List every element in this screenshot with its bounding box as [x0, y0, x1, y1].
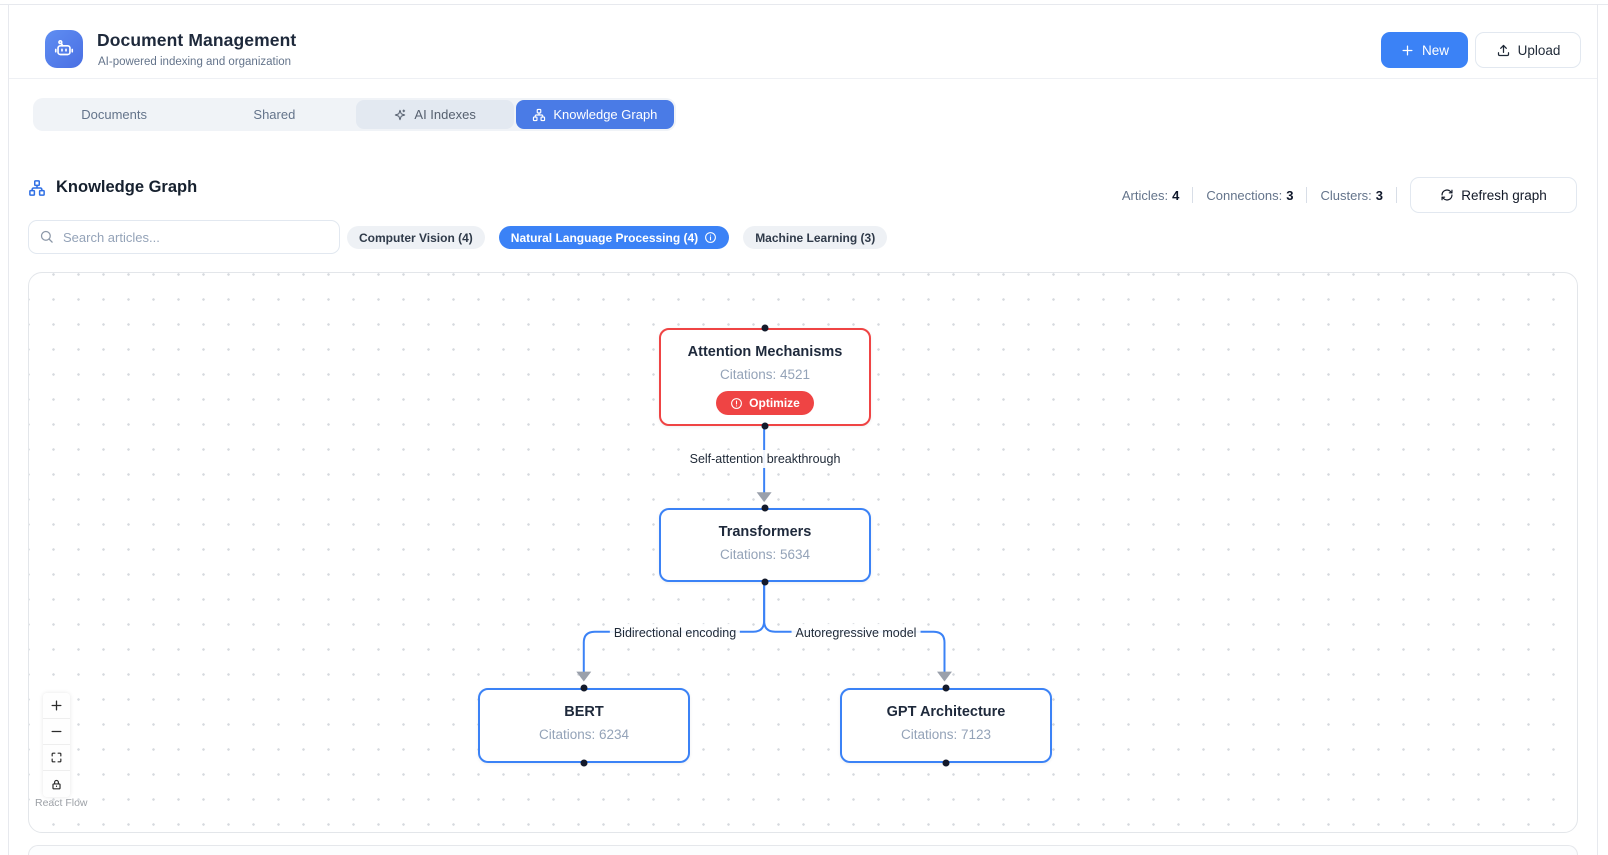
filter-computer-vision[interactable]: Computer Vision (4)	[347, 226, 485, 249]
plus-icon	[51, 700, 62, 711]
filter-machine-learning-label: Machine Learning (3)	[755, 230, 876, 245]
filter-natural-language-processing[interactable]: Natural Language Processing (4)	[498, 226, 730, 249]
page-subtitle: AI-powered indexing and organization	[98, 56, 292, 68]
zoom-in-button[interactable]	[43, 693, 70, 719]
node-title: Transformers	[718, 524, 812, 540]
search-icon	[40, 230, 53, 243]
node-handle[interactable]	[580, 759, 588, 767]
optimize-button[interactable]: Optimize	[716, 391, 814, 415]
stat-articles: Articles:4	[1122, 188, 1179, 203]
node-handle[interactable]	[761, 422, 769, 430]
plus-icon	[1402, 45, 1413, 55]
tab-ai-indexes-label: AI Indexes	[414, 107, 476, 122]
node-handle[interactable]	[761, 504, 769, 512]
upload-icon	[1497, 44, 1509, 56]
edge-arrowhead	[576, 671, 592, 682]
stat-connections: Connections:3	[1206, 188, 1293, 203]
app-header: Document Management AI-powered indexing …	[9, 5, 1597, 79]
node-citations: Citations: 6234	[538, 727, 630, 742]
robot-icon	[54, 40, 74, 56]
stat-divider	[1306, 187, 1308, 203]
page-left-divider	[8, 4, 9, 855]
node-handle[interactable]	[580, 684, 588, 692]
lock-icon	[52, 779, 61, 789]
graph-node-bert[interactable]: BERT Citations: 6234	[478, 688, 690, 763]
edge-label-self-attention: Self-attention breakthrough	[685, 450, 845, 468]
new-button-label: New	[1421, 42, 1449, 58]
node-citations: Citations: 7123	[900, 727, 992, 742]
sparkles-icon	[395, 109, 406, 120]
tab-shared[interactable]: Shared	[195, 100, 353, 129]
search-articles	[28, 220, 340, 254]
tab-documents-label: Documents	[81, 107, 147, 122]
alert-circle-icon	[731, 397, 743, 409]
fit-view-button[interactable]	[43, 745, 70, 771]
knowledge-graph-canvas[interactable]: Self-attention breakthrough Bidirectiona…	[28, 272, 1578, 833]
refresh-graph-label: Refresh graph	[1461, 187, 1547, 203]
upload-button-label: Upload	[1517, 42, 1561, 58]
node-handle[interactable]	[761, 324, 769, 332]
lock-button[interactable]	[43, 771, 70, 797]
zoom-out-button[interactable]	[43, 719, 70, 745]
new-button[interactable]: New	[1381, 32, 1468, 68]
edge-label-bidirectional-encoding: Bidirectional encoding	[609, 624, 741, 642]
tab-shared-label: Shared	[253, 107, 296, 122]
node-title: GPT Architecture	[886, 704, 1006, 720]
filter-computer-vision-label: Computer Vision (4)	[359, 230, 473, 245]
tab-documents[interactable]: Documents	[35, 100, 193, 129]
tab-ai-indexes[interactable]: AI Indexes	[355, 100, 514, 129]
next-card-top-edge	[28, 845, 1578, 855]
node-citations: Citations: 4521	[719, 367, 811, 382]
section-header: Knowledge Graph	[28, 178, 197, 197]
filter-machine-learning[interactable]: Machine Learning (3)	[743, 226, 888, 249]
fit-view-icon	[51, 752, 62, 763]
graph-node-gpt-architecture[interactable]: GPT Architecture Citations: 7123	[840, 688, 1052, 763]
graph-node-attention-mechanisms[interactable]: Attention Mechanisms Citations: 4521 Opt…	[659, 328, 871, 426]
tab-knowledge-graph-label: Knowledge Graph	[553, 107, 658, 122]
node-title: Attention Mechanisms	[687, 344, 843, 360]
page-title: Document Management	[97, 30, 297, 50]
upload-button[interactable]: Upload	[1475, 32, 1581, 68]
node-handle[interactable]	[761, 578, 769, 586]
edge-arrowhead	[756, 492, 772, 503]
page-top-divider	[0, 4, 1608, 5]
graph-stats-row: Articles:4 Connections:3 Clusters:3 Refr…	[1122, 177, 1577, 213]
edge-arrowhead	[937, 671, 952, 682]
stat-articles-label: Articles:	[1121, 187, 1169, 203]
view-tabs: Documents Shared AI Indexes Knowledge Gr…	[33, 98, 676, 131]
tab-knowledge-graph[interactable]: Knowledge Graph	[515, 100, 674, 129]
node-handle[interactable]	[942, 684, 950, 692]
network-icon	[533, 108, 546, 121]
cluster-filter-chips: Computer Vision (4) Natural Language Pro…	[347, 226, 888, 249]
node-handle[interactable]	[942, 759, 950, 767]
optimize-button-label: Optimize	[749, 396, 800, 410]
refresh-graph-button[interactable]: Refresh graph	[1410, 177, 1577, 213]
stat-clusters: Clusters:3	[1320, 188, 1383, 203]
filter-nlp-label: Natural Language Processing (4)	[510, 230, 699, 245]
react-flow-attribution: React Flow	[35, 797, 88, 809]
network-icon	[29, 179, 45, 196]
stat-divider	[1396, 187, 1397, 203]
node-title: BERT	[564, 704, 604, 720]
stat-connections-label: Connections:	[1206, 187, 1283, 203]
graph-controls	[43, 693, 70, 797]
minus-icon	[51, 730, 62, 733]
search-input[interactable]	[28, 220, 340, 254]
stat-clusters-value: 3	[1375, 187, 1383, 203]
page-right-divider	[1597, 4, 1598, 855]
section-title: Knowledge Graph	[56, 178, 198, 196]
stat-divider	[1192, 187, 1194, 203]
stat-connections-value: 3	[1286, 187, 1294, 203]
node-citations: Citations: 5634	[719, 547, 811, 562]
info-icon	[705, 232, 717, 243]
edge-label-autoregressive-model: Autoregressive model	[791, 624, 921, 642]
stat-clusters-label: Clusters:	[1320, 187, 1372, 203]
robot-app-icon	[45, 30, 83, 68]
refresh-icon	[1441, 189, 1453, 201]
stat-articles-value: 4	[1172, 187, 1180, 203]
graph-node-transformers[interactable]: Transformers Citations: 5634	[659, 508, 871, 582]
